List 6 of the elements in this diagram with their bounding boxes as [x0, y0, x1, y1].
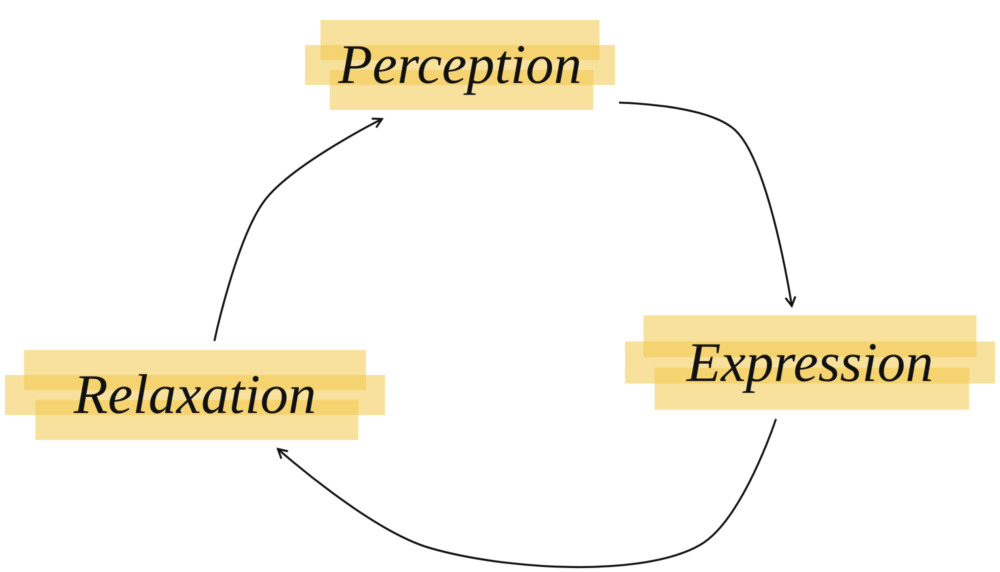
- arrow: [618, 102, 796, 307]
- highlighted-label: Expression: [625, 310, 995, 415]
- arrow: [213, 118, 383, 342]
- arrow: [276, 418, 777, 568]
- highlighted-label: Relaxation: [5, 345, 385, 445]
- highlighted-label: Perception: [305, 15, 615, 115]
